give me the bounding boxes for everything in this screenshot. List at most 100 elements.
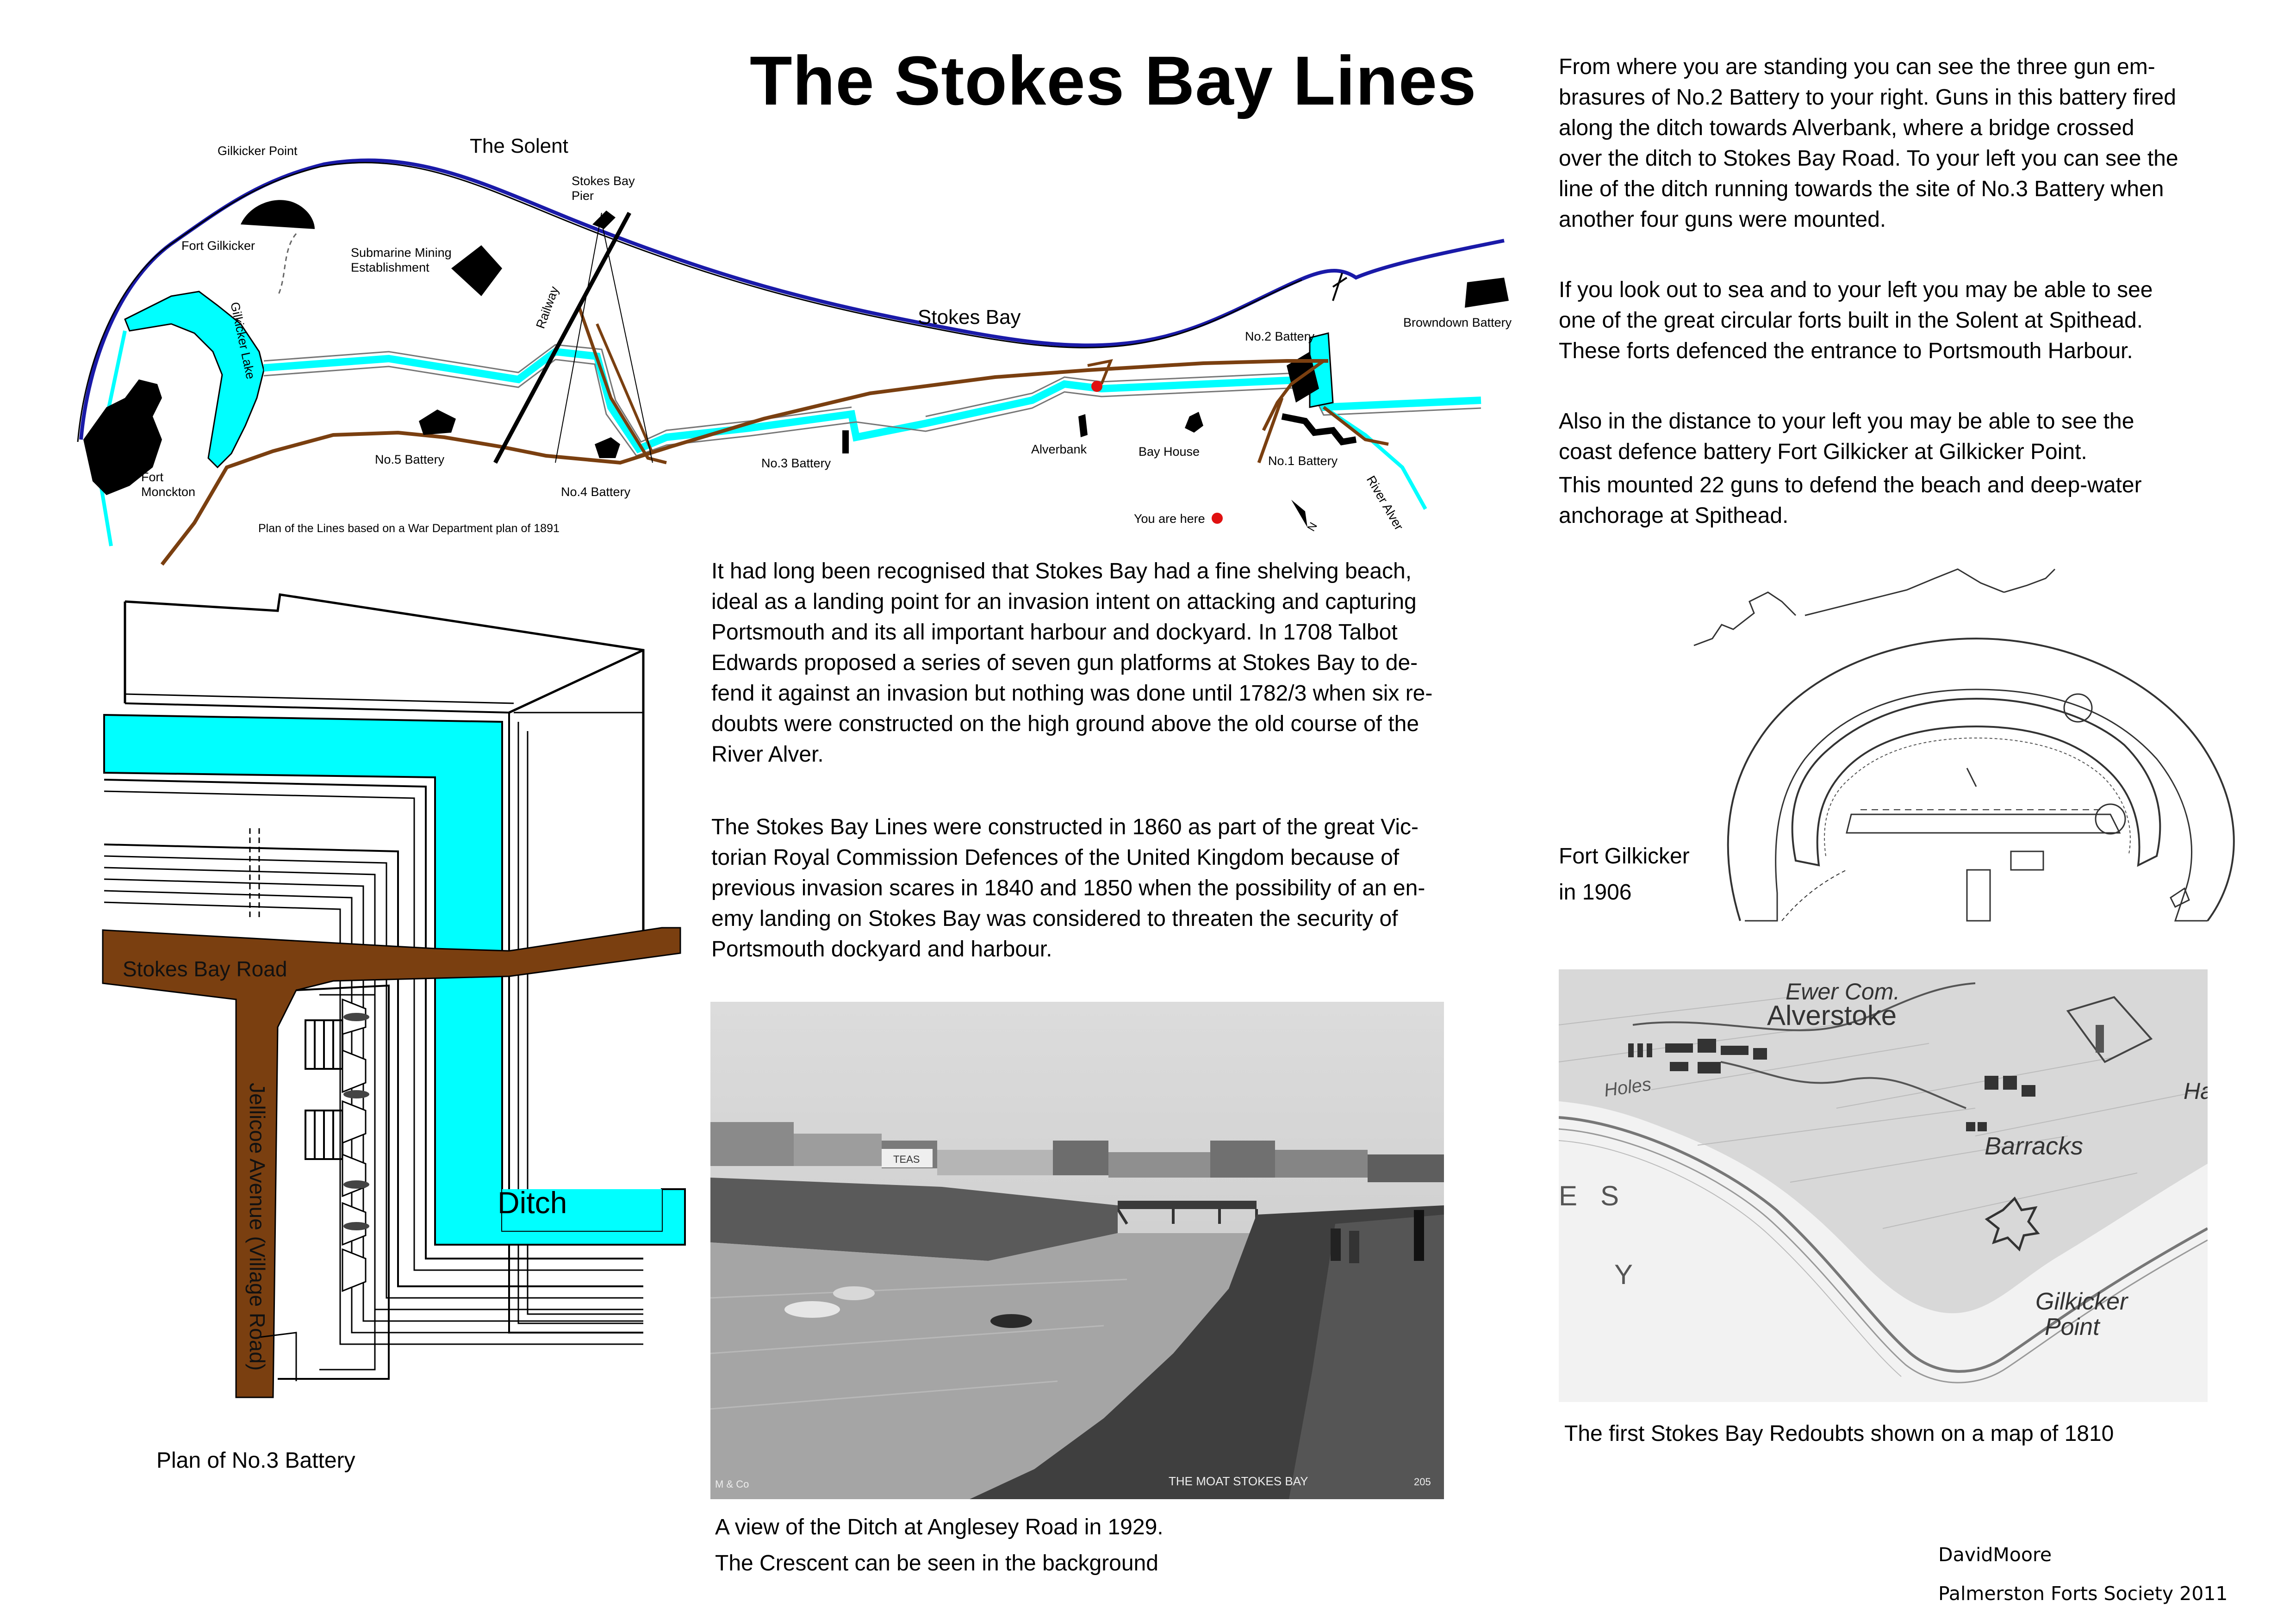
- north-arrow-icon: [1291, 500, 1307, 527]
- label-fort-monckton-1: Fort: [141, 470, 164, 484]
- label-fort-gilkicker: Fort Gilkicker: [181, 239, 255, 253]
- label-river-alver: River Alver: [1364, 473, 1406, 533]
- spithead-paragraph: If you look out to sea and to your left …: [1559, 275, 2153, 366]
- fort-gilkicker-plan: [1693, 568, 2235, 922]
- ditch-line: [263, 347, 1481, 453]
- fort-inner-wall: [1791, 697, 2161, 867]
- submarine-mining-block: [451, 245, 502, 296]
- ditch-photo: TEAS M & Co THE MOAT STOKES BAY 205: [710, 1002, 1444, 1499]
- label-no1-battery: No.1 Battery: [1268, 454, 1338, 468]
- old-map-e: E: [1559, 1180, 1577, 1211]
- no3-battery-shape: [842, 430, 849, 453]
- photo-caption-line2: The Crescent can be seen in the backgrou…: [715, 1551, 1158, 1576]
- ditch-water: [103, 713, 686, 1246]
- ditch-label: Ditch: [498, 1185, 567, 1220]
- no5-battery-shape: [419, 409, 456, 435]
- railway: [493, 211, 631, 464]
- label-no2-battery: No.2 Battery: [1245, 329, 1315, 343]
- no1-battery-shape: [1281, 413, 1357, 446]
- boat-icon: [833, 1286, 875, 1300]
- text-line: another four guns were mounted.: [1559, 207, 1886, 232]
- old-map-s: S: [1600, 1180, 1619, 1211]
- position-marker-dot: [1091, 381, 1102, 392]
- village-buildings: [1628, 1039, 2035, 1131]
- page-title: The Stokes Bay Lines: [750, 42, 1477, 119]
- author-name: DavidMoore: [1938, 1544, 2052, 1566]
- battery-outline: [278, 984, 390, 1380]
- text-line: From where you are standing you can see …: [1559, 55, 2155, 79]
- text-line: one of the great circular forts built in…: [1559, 308, 2143, 333]
- society-name: Palmerston Forts Society 2011: [1938, 1582, 2228, 1605]
- photo-title: THE MOAT STOKES BAY: [1169, 1474, 1308, 1488]
- text-line: doubts were constructed on the high grou…: [711, 712, 1419, 736]
- gun-embrasures: [342, 998, 367, 1292]
- label-pier-2: Pier: [572, 189, 594, 203]
- text-line: coast defence battery Fort Gilkicker at …: [1559, 440, 2087, 464]
- gun-emplacement: [305, 1019, 343, 1160]
- label-submarine-1: Submarine Mining: [351, 246, 452, 260]
- label-no3-battery: No.3 Battery: [761, 456, 831, 470]
- fort-caption-line2: in 1906: [1559, 880, 1632, 905]
- text-line: line of the ditch running towards the si…: [1559, 177, 2164, 201]
- text-line: Portsmouth dockyard and harbour.: [711, 937, 1052, 962]
- text-line: It had long been recognised that Stokes …: [711, 559, 1412, 583]
- text-line: Edwards proposed a series of seven gun p…: [711, 651, 1418, 675]
- old-map-point: Point: [2045, 1314, 2101, 1340]
- label-browndown-battery: Browndown Battery: [1403, 316, 1512, 329]
- fort-monckton-shape: [83, 379, 162, 495]
- old-map-ha: Ha: [2184, 1078, 2208, 1104]
- label-you-are-here: You are here: [1134, 512, 1205, 526]
- boat-icon: [990, 1314, 1032, 1328]
- text-line: over the ditch to Stokes Bay Road. To yo…: [1559, 146, 2178, 171]
- fort-bastion-icon: [2095, 803, 2126, 835]
- map-plan-caption: Plan of the Lines based on a War Departm…: [258, 522, 560, 535]
- label-bay-house: Bay House: [1139, 445, 1200, 459]
- old-map-gilkicker: Gilkicker: [2035, 1288, 2129, 1315]
- text-line: River Alver.: [711, 742, 824, 767]
- gun-icons: [343, 1013, 369, 1230]
- label-railway: Railway: [533, 284, 561, 330]
- text-line: These forts defenced the entrance to Por…: [1559, 339, 2133, 363]
- intro-paragraph-right: From where you are standing you can see …: [1559, 52, 2178, 235]
- no4-battery-shape: [595, 437, 620, 458]
- text-line: brasures of No.2 Battery to your right. …: [1559, 85, 2176, 110]
- fort-plan-caption: Fort Gilkicker in 1906: [1559, 838, 1690, 911]
- you-are-here-dot: [1212, 513, 1223, 524]
- old-map-caption: The first Stokes Bay Redoubts shown on a…: [1564, 1421, 2114, 1446]
- label-north: N: [1305, 520, 1320, 534]
- stokes-bay-lines-map: Gilkicker Point The Solent Stokes Bay Pi…: [77, 135, 1512, 566]
- label-gilkicker-point: Gilkicker Point: [218, 144, 298, 158]
- fort-outer-wall: [1727, 637, 2235, 922]
- old-map-1810: Ewer Com. Alverstoke Holes Barracks E S …: [1559, 969, 2208, 1402]
- text-line: anchorage at Spithead.: [1559, 503, 1789, 528]
- bay-house-marker: [1185, 412, 1203, 433]
- fort-bastion-icon: [2063, 693, 2093, 723]
- coastline: [79, 158, 1505, 440]
- fort-caption-line1: Fort Gilkicker: [1559, 844, 1690, 869]
- label-alverbank: Alverbank: [1031, 442, 1087, 456]
- photo-caption: A view of the Ditch at Anglesey Road in …: [715, 1509, 1164, 1582]
- photo-caption-line1: A view of the Ditch at Anglesey Road in …: [715, 1515, 1164, 1539]
- text-line: emy landing on Stokes Bay was considered…: [711, 906, 1398, 931]
- history-paragraph: It had long been recognised that Stokes …: [711, 556, 1432, 770]
- stokes-bay-road: [102, 927, 681, 1398]
- photo-number: 205: [1414, 1476, 1431, 1488]
- river-alver: [1322, 405, 1427, 510]
- alverbank-marker: [1078, 414, 1088, 437]
- stokes-bay-pier: [601, 222, 653, 463]
- label-submarine-2: Establishment: [351, 261, 429, 274]
- text-line: previous invasion scares in 1840 and 185…: [711, 876, 1425, 900]
- label-stokes-bay: Stokes Bay: [918, 306, 1021, 329]
- battery-plan-caption: Plan of No.3 Battery: [156, 1448, 355, 1473]
- text-line: fend it against an invasion but nothing …: [711, 681, 1433, 706]
- old-map-ewer-com: Ewer Com.: [1786, 979, 1900, 1005]
- old-map-alverstoke: Alverstoke: [1767, 1000, 1897, 1031]
- star-fort-icon: [1985, 1196, 2040, 1252]
- label-pier-1: Stokes Bay: [572, 174, 635, 188]
- text-line: ideal as a landing point for an invasion…: [711, 589, 1417, 614]
- publisher-mark: M & Co: [715, 1478, 749, 1490]
- label-no5-battery: No.5 Battery: [375, 453, 445, 466]
- jellicoe-avenue-label: Jellicoe Avenue (Village Road): [245, 1083, 269, 1371]
- gilkicker-lake: [124, 291, 265, 469]
- construction-paragraph: The Stokes Bay Lines were constructed in…: [711, 812, 1425, 965]
